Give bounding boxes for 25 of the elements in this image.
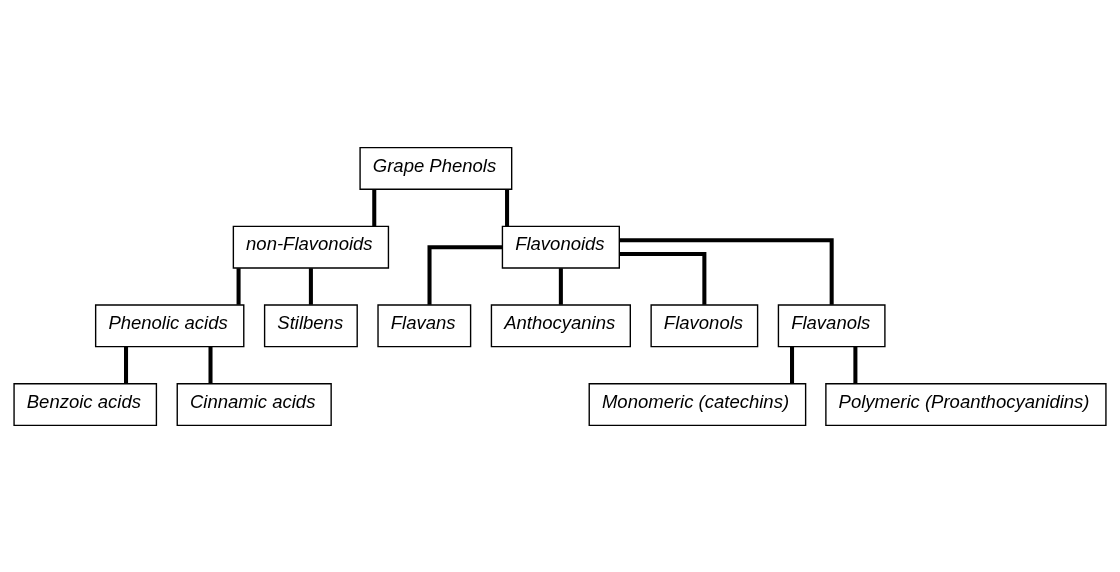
connector <box>790 346 795 383</box>
connector <box>558 267 563 305</box>
node-box: Phenolic acids <box>94 303 245 347</box>
node-box: Flavanols <box>777 303 886 347</box>
connector <box>372 189 377 226</box>
node-box: Flavonols <box>650 303 759 347</box>
connector <box>619 251 707 305</box>
connector <box>208 346 213 383</box>
node-box: Benzoic acids <box>13 382 158 426</box>
node-box: Grape Phenols <box>359 146 513 190</box>
node-box: Stilbens <box>263 303 358 347</box>
node-box: Flavonoids <box>501 225 620 269</box>
connector <box>124 346 129 383</box>
node-box: Cinnamic acids <box>176 382 332 426</box>
connector <box>236 267 241 305</box>
node-box: Flavans <box>377 303 472 347</box>
connector <box>619 237 834 305</box>
connector <box>853 346 858 383</box>
node-box: Anthocyanins <box>490 303 631 347</box>
node-box: non-Flavonoids <box>232 225 390 269</box>
connector <box>505 189 510 226</box>
node-box: Polymeric (Proanthocyanidins) <box>825 382 1107 426</box>
connector <box>427 244 503 305</box>
connector <box>308 267 313 305</box>
node-box: Monomeric (catechins) <box>588 382 807 426</box>
